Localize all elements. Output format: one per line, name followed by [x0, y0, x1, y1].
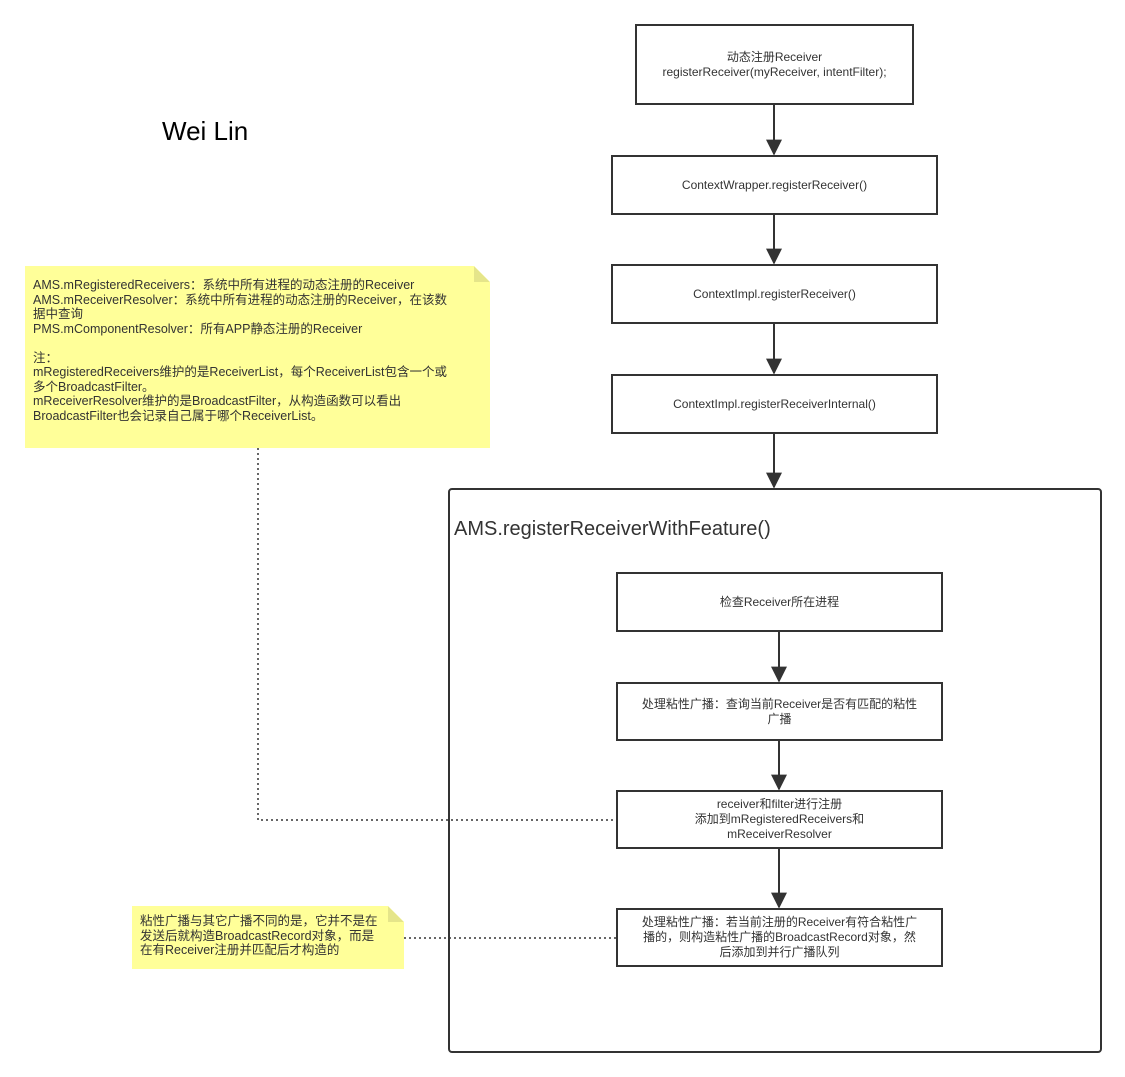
note-line: BroadcastFilter也会记录自己属于哪个ReceiverList。 — [33, 408, 324, 423]
ams-step-text: 添加到mRegisteredReceivers和 — [694, 812, 865, 826]
note-line: mReceiverResolver维护的是BroadcastFilter，从构造… — [33, 394, 402, 408]
ams-container — [448, 488, 1102, 1053]
note-line: mRegisteredReceivers维护的是ReceiverList，每个R… — [33, 365, 447, 379]
ams-step-text: mReceiverResolver — [727, 827, 832, 841]
ams-step-text: 广播 — [767, 711, 792, 726]
note-receiver-registry: AMS.mRegisteredReceivers：系统中所有进程的动态注册的Re… — [25, 266, 490, 448]
ams-container-title: AMS.registerReceiverWithFeature() — [454, 518, 771, 540]
note-line: PMS.mComponentResolver：所有APP静态注册的Receive… — [33, 321, 363, 336]
flow-step-text: registerReceiver(myReceiver, intentFilte… — [662, 64, 887, 79]
ams-step-text: receiver和filter进行注册 — [716, 797, 843, 811]
flow-step-text: 动态注册Receiver — [726, 49, 823, 64]
flow-step-text: ContextWrapper.registerReceiver() — [681, 177, 868, 192]
dotted-link-registry-note — [257, 448, 616, 821]
ams-step-text: 播的，则构造粘性广播的BroadcastRecord对象，然 — [643, 930, 916, 944]
note-line: AMS.mRegisteredReceivers：系统中所有进程的动态注册的Re… — [33, 278, 415, 292]
flow-step-context-impl: ContextImpl.registerReceiver() — [611, 264, 938, 324]
note-line: 发送后就构造BroadcastRecord对象，而是 — [140, 928, 375, 943]
author-label: Wei Lin — [162, 116, 249, 146]
flow-step-register-call: 动态注册Receiver registerReceiver(myReceiver… — [635, 24, 914, 105]
flow-step-context-wrapper: ContextWrapper.registerReceiver() — [611, 155, 938, 215]
ams-step-text: 处理粘性广播：查询当前Receiver是否有匹配的粘性 — [641, 696, 918, 711]
note-line: 注： — [33, 350, 59, 365]
note-line: AMS.mReceiverResolver：系统中所有进程的动态注册的Recei… — [33, 292, 447, 307]
ams-step-sticky-enqueue: 处理粘性广播：若当前注册的Receiver有符合粘性广 播的，则构造粘性广播的B… — [616, 908, 943, 967]
flow-step-text: ContextImpl.registerReceiver() — [693, 286, 856, 301]
ams-step-text: 检查Receiver所在进程 — [719, 594, 840, 609]
note-line: 粘性广播与其它广播不同的是，它并不是在 — [140, 914, 378, 928]
note-line: 据中查询 — [33, 307, 84, 321]
note-line — [33, 336, 482, 351]
ams-step-text: 处理粘性广播：若当前注册的Receiver有符合粘性广 — [641, 915, 918, 929]
note-line: 多个BroadcastFilter。 — [33, 379, 155, 394]
ams-step-check-process: 检查Receiver所在进程 — [616, 572, 943, 632]
note-sticky-broadcast: 粘性广播与其它广播不同的是，它并不是在 发送后就构造BroadcastRecor… — [132, 906, 404, 969]
ams-step-sticky-query: 处理粘性广播：查询当前Receiver是否有匹配的粘性 广播 — [616, 682, 943, 741]
note-line: 在有Receiver注册并匹配后才构造的 — [140, 943, 340, 957]
ams-step-text: 后添加到并行广播队列 — [719, 945, 840, 959]
flow-step-text: ContextImpl.registerReceiverInternal() — [673, 396, 876, 411]
flow-step-context-impl-internal: ContextImpl.registerReceiverInternal() — [611, 374, 938, 434]
ams-step-register-filter: receiver和filter进行注册 添加到mRegisteredReceiv… — [616, 790, 943, 849]
